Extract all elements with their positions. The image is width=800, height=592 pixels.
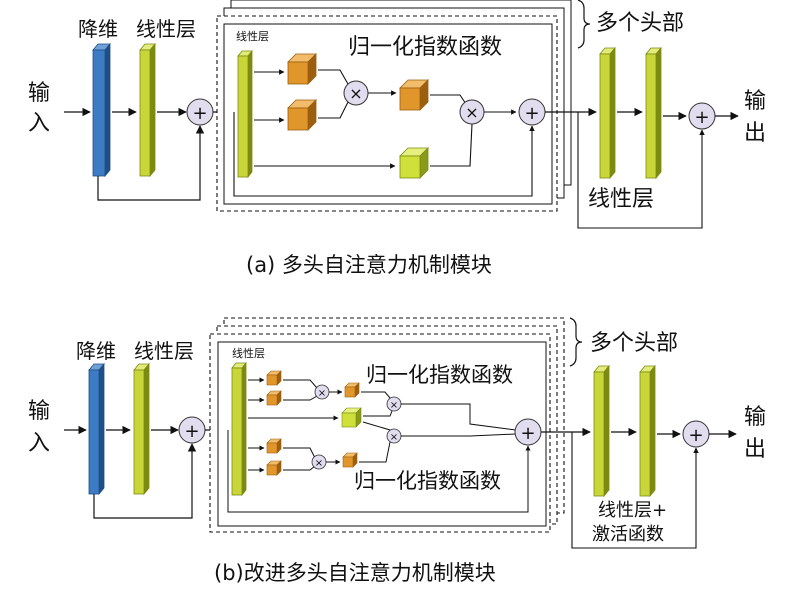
input-label-a-2: 入 [28,111,50,136]
svg-text:×: × [318,388,326,399]
query-cube-b-1 [266,370,282,386]
linear-bar-a-3 [645,46,662,180]
linear-bar-b-3 [639,364,656,498]
multiply-node-b-1: × [314,384,330,400]
svg-text:×: × [390,432,398,443]
svg-text:+: + [184,421,199,442]
multiply-node-a-1: × [343,80,369,106]
key-cube-a [287,99,317,131]
linear-small-label-b: 线性层 [232,346,265,360]
svg-text:×: × [465,103,478,122]
attention-cube-b-1 [344,382,360,398]
add-node-a-3: + [688,102,716,130]
query-cube-b-2 [266,438,282,454]
multiply-node-b-2: × [386,396,402,412]
value-cube-a [399,147,429,179]
add-node-b-2: + [514,418,542,446]
linear-bar-b-inner [231,361,247,497]
panel-a: 输 入 降维 线性层 + [28,0,766,277]
multiply-node-a-2: × [459,99,485,125]
panel-b: 输 入 降维 线性层 + 多个头部 线性层 [28,317,766,585]
linear-act-label-b-2: 激活函数 [592,524,664,545]
reduce-label-b: 降维 [76,339,116,363]
add-node-a-2: + [518,98,546,126]
svg-text:×: × [315,458,323,469]
input-label-b-1: 输 [28,399,50,424]
linear-bar-a-1 [139,42,156,178]
linear-bar-b-2 [593,364,610,498]
linear-label-a-bottom: 线性层 [588,187,654,212]
reduce-bar-a [92,42,111,178]
add-node-a-1: + [186,98,214,126]
svg-text:+: + [688,425,703,446]
svg-text:×: × [349,84,362,103]
softmax-label-a: 归一化指数函数 [348,35,502,60]
linear-bar-b-1 [133,362,150,496]
softmax-label-b-bottom: 归一化指数函数 [354,469,501,493]
value-cube-b [341,407,362,428]
svg-text:+: + [192,103,207,124]
linear-bar-a-2 [599,46,616,180]
key-cube-b-2 [266,460,282,476]
input-label-a-1: 输 [28,81,50,106]
svg-text:+: + [694,107,709,128]
input-label-b-2: 入 [28,431,50,456]
reduce-label-a: 降维 [78,17,118,41]
heads-label-a: 多个头部 [596,11,684,36]
svg-text:×: × [390,400,398,411]
multiply-node-b-4: × [386,428,402,444]
linear-small-label-a: 线性层 [236,29,269,43]
output-label-b-2: 出 [744,437,766,462]
output-label-b-1: 输 [744,405,766,430]
output-label-a-2: 出 [744,121,766,146]
add-node-b-3: + [682,420,710,448]
attention-cube-a [399,79,429,111]
linear-label-b-top: 线性层 [134,339,194,363]
svg-text:+: + [520,423,535,444]
key-cube-b-1 [266,390,282,406]
heads-label-b: 多个头部 [590,331,678,356]
softmax-label-b-top: 归一化指数函数 [366,363,513,387]
add-node-b-1: + [178,416,206,444]
multiply-node-b-3: × [311,454,327,470]
linear-bar-a-inner [237,49,253,179]
attention-cube-b-2 [342,452,358,468]
linear-act-label-b-1: 线性层+ [598,500,667,521]
svg-text:+: + [524,103,539,124]
reduce-bar-b [88,362,105,496]
caption-b: (b)改进多头自注意力机制模块 [214,561,496,585]
output-label-a-1: 输 [744,89,766,114]
caption-a: (a) 多头自注意力机制模块 [246,253,492,277]
query-cube-a [287,53,317,85]
linear-label-a-top: 线性层 [136,17,196,41]
